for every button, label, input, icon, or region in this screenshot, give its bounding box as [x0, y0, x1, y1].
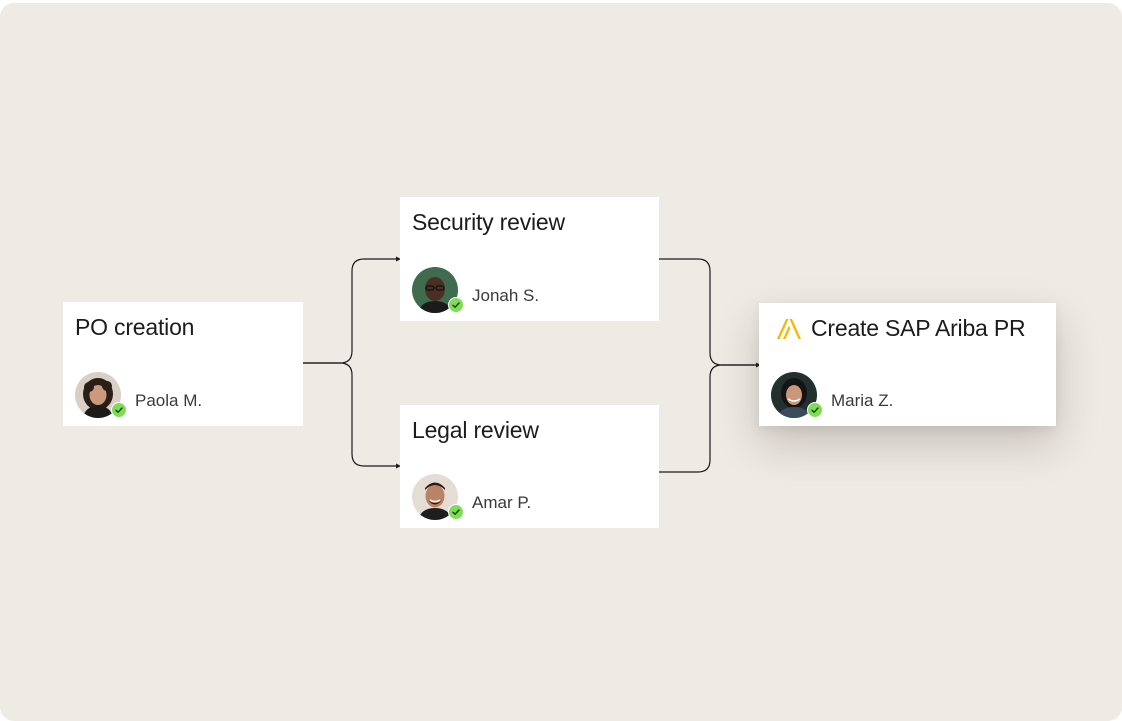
node-title: PO creation [75, 314, 195, 340]
avatar [412, 267, 464, 313]
connector-po-to-legal [303, 362, 398, 467]
assignee-name: Jonah S. [472, 286, 540, 305]
arrowhead-ariba [756, 362, 761, 368]
connector-security-to-ariba [659, 258, 757, 366]
avatar [771, 372, 823, 418]
node-title: Create SAP Ariba PR [811, 315, 1026, 341]
connector-legal-to-ariba [659, 364, 757, 473]
connector-po-to-security [303, 258, 398, 364]
approved-check-icon [111, 402, 127, 418]
assignee-name: Amar P. [472, 493, 532, 512]
node-po-creation[interactable]: PO creation Paola M. [63, 302, 303, 426]
assignee-name: Paola M. [135, 391, 203, 410]
node-title: Security review [412, 209, 565, 235]
approved-check-icon [807, 402, 823, 418]
sap-ariba-logo-icon [777, 318, 801, 339]
arrowhead-legal [396, 463, 401, 469]
node-security-review[interactable]: Security review Jonah S. [400, 197, 659, 321]
avatar-photo [771, 372, 817, 418]
node-title-row: Create SAP Ariba PR [775, 315, 1026, 342]
node-legal-review[interactable]: Legal review Amar P. [400, 405, 659, 528]
assignee: Maria Z. [771, 372, 893, 418]
arrowhead-security [396, 256, 401, 262]
avatar [412, 474, 464, 520]
assignee-name: Maria Z. [831, 391, 894, 410]
assignee: Amar P. [412, 474, 531, 520]
node-create-sap-ariba-pr[interactable]: Create SAP Ariba PR Maria Z. [759, 303, 1056, 426]
node-title: Legal review [412, 417, 539, 443]
approved-check-icon [448, 297, 464, 313]
assignee: Paola M. [75, 372, 202, 418]
approved-check-icon [448, 504, 464, 520]
avatar [75, 372, 127, 418]
assignee: Jonah S. [412, 267, 539, 313]
